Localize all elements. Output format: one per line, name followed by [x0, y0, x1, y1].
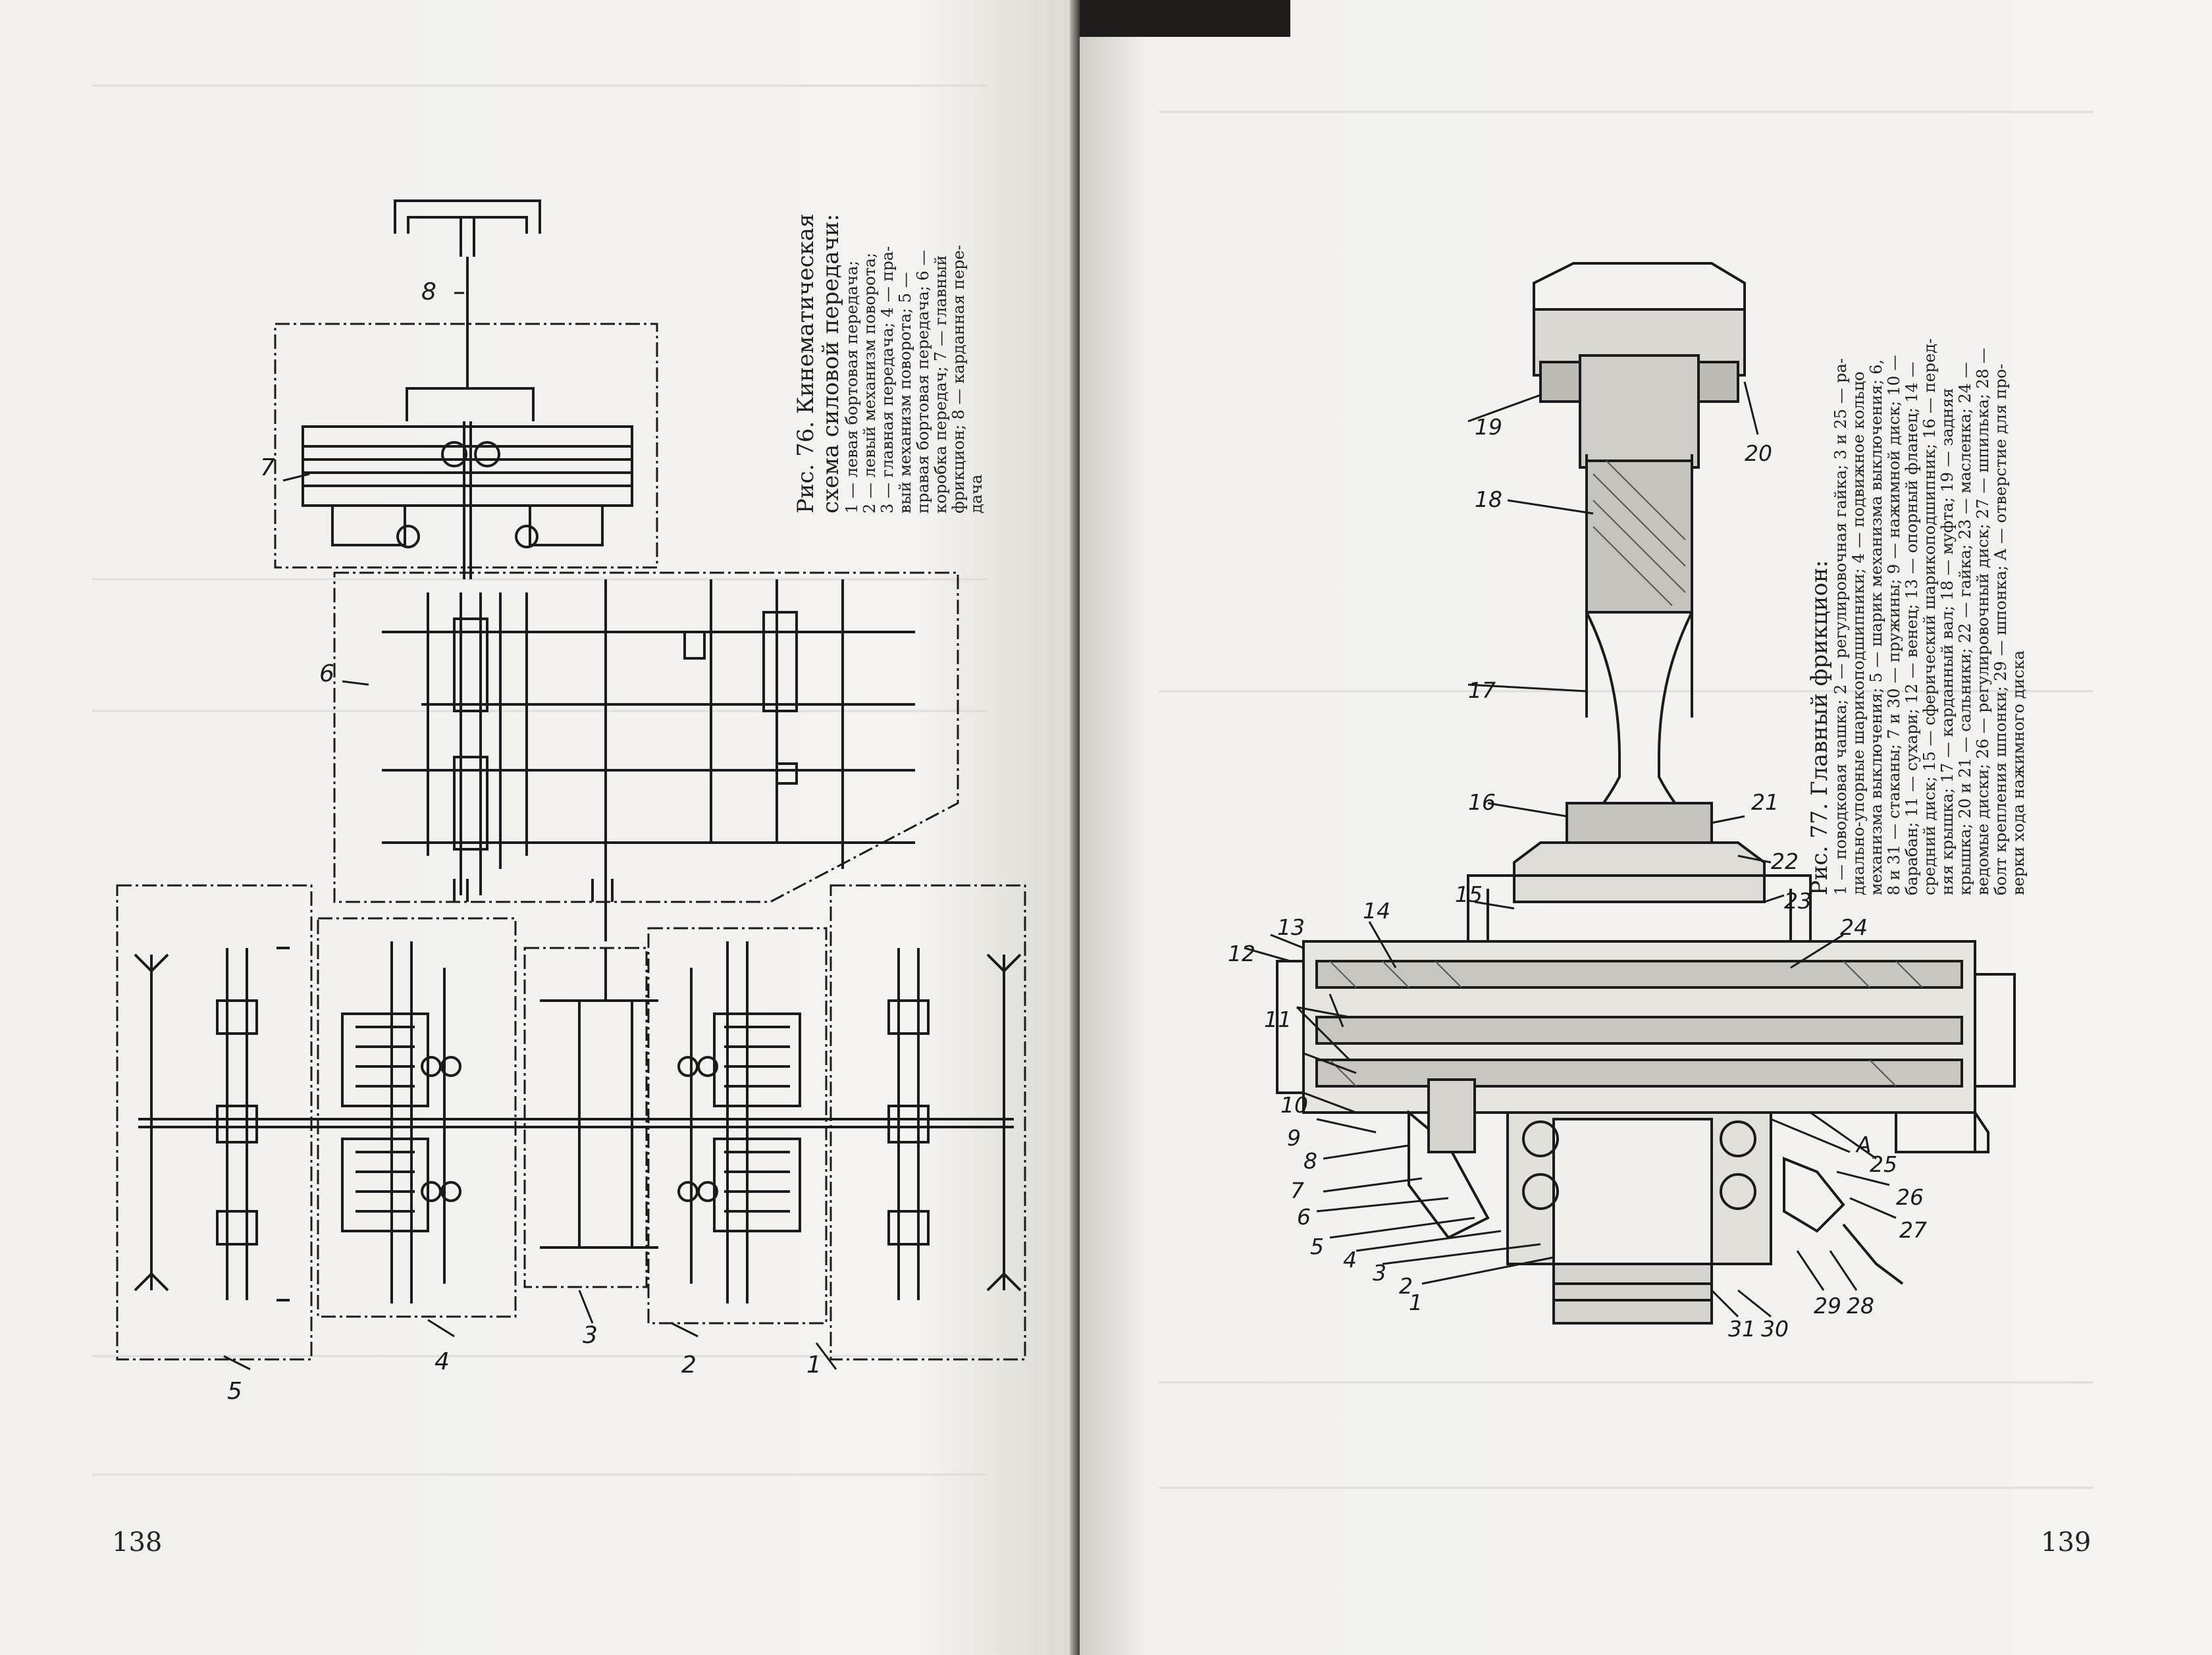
- figure-77-legend-3: механизма выключения; 5 — шарик механизм…: [1867, 359, 1885, 895]
- label-28: 28: [1847, 1293, 1874, 1319]
- label-A: A: [1855, 1132, 1872, 1157]
- final-drive-left: [887, 948, 1022, 1300]
- cardan-top: [394, 199, 541, 388]
- label-23: 23: [1784, 888, 1812, 914]
- kinematic-diagram: 8 7 6 5 4 3 2 1: [92, 84, 1026, 1476]
- label-6: 6: [319, 660, 334, 687]
- figure-77-legend-11: верки хода нажимного диска: [2009, 650, 2028, 895]
- turning-mechanism-right: [341, 941, 461, 1303]
- figure-77-legend-10: болт крепления шпонки; 29 — шпонка; A — …: [1991, 363, 2010, 895]
- page-number-left: 138: [112, 1527, 163, 1558]
- label-3: 3: [583, 1322, 598, 1349]
- figure-76-caption: Рис. 76. Кинематическая схема силовой пе…: [793, 213, 986, 513]
- figure-76-legend-2: 2 — левый механизм поворота;: [860, 252, 879, 513]
- hatch-cardan: [1593, 460, 1686, 606]
- figure-76-legend-5: правая бортовая передача; 6 —: [914, 250, 932, 513]
- label-27: 27: [1899, 1217, 1927, 1243]
- hatch-housing: [1329, 960, 1923, 1087]
- label-13: 13: [1277, 914, 1305, 940]
- label-30: 30: [1761, 1316, 1789, 1342]
- figure-77-legend-7: няя крышка; 17 — карданный вал; 18 — муф…: [1938, 388, 1957, 895]
- figure-77-legend-8: крышка; 20 и 21 — сальники; 22 — гайка; …: [1956, 362, 1974, 895]
- label-31: 31: [1728, 1316, 1756, 1342]
- label-5: 5: [1310, 1234, 1324, 1259]
- label-6: 6: [1297, 1204, 1311, 1230]
- label-1: 1: [1409, 1290, 1423, 1315]
- label-3: 3: [1373, 1260, 1386, 1286]
- figure-76-title-2: схема силовой передачи:: [818, 213, 844, 513]
- release-bearing-assembly: [1408, 1078, 1904, 1325]
- label-25: 25: [1870, 1151, 1897, 1177]
- figure-76-legend-4: вый механизм поворота; 5 —: [896, 272, 914, 513]
- box-main-clutch: [274, 323, 658, 569]
- clutch-housing: [1276, 874, 2016, 1153]
- turning-mechanism-left: [677, 941, 801, 1303]
- label-10: 10: [1280, 1092, 1308, 1118]
- figure-76-legend-7: фрикцион; 8 — карданная пере-: [949, 245, 968, 513]
- label-8: 8: [1304, 1148, 1317, 1174]
- final-drive-right: [134, 947, 290, 1301]
- leader-lines: [223, 292, 837, 1371]
- figure-76-legend-3: 3 — главная передача; 4 — пра-: [878, 246, 897, 513]
- label-5: 5: [227, 1378, 242, 1405]
- gearbox: [382, 579, 915, 941]
- label-8: 8: [421, 278, 436, 305]
- label-4: 4: [1343, 1247, 1357, 1273]
- figure-77-legend-6: средний диск; 15 — сферический шарикопод…: [1920, 338, 1939, 895]
- label-12: 12: [1228, 941, 1255, 966]
- label-9: 9: [1287, 1125, 1301, 1151]
- box-gearbox: [333, 571, 959, 903]
- main-clutch-drawing: 19 20 18 17 16 21 22 23 15 24 14 13 12 1…: [1159, 111, 2094, 1489]
- figure-76-legend-1: 1 — левая бортовая передача;: [843, 260, 861, 513]
- label-26: 26: [1896, 1184, 1924, 1210]
- figure-76-title: Рис. 76. Кинематическая: [793, 213, 819, 513]
- label-15: 15: [1455, 881, 1483, 907]
- figure-77-legend-4: 8 и 31 — стаканы; 7 и 30 — пружины; 9 — …: [1885, 355, 1903, 895]
- right-page: 19 20 18 17 16 21 22 23 15 24 14 13 12 1…: [1080, 0, 2212, 1655]
- label-29: 29: [1814, 1293, 1841, 1319]
- leader-lines-right: [1244, 381, 1897, 1318]
- figure-77-legend-2: диально-упорные шарикоподшипники; 4 — по…: [1849, 371, 1868, 895]
- scan-shadow: [1080, 0, 1290, 37]
- diagram-labels: 8 7 6 5 4 3 2 1: [227, 278, 822, 1405]
- figure-77-legend-1: 1 — поводковая чашка; 2 — регулировочная…: [1831, 357, 1850, 895]
- figure-76-legend-6: коробка передач; 7 — главный: [932, 255, 950, 513]
- label-17: 17: [1468, 677, 1496, 703]
- figure-76-legend-8: дача: [967, 474, 986, 513]
- label-20: 20: [1745, 440, 1772, 466]
- label-4: 4: [434, 1348, 450, 1375]
- label-16: 16: [1468, 789, 1496, 815]
- part-labels: 19 20 18 17 16 21 22 23 15 24 14 13 12 1…: [1228, 414, 1927, 1342]
- drive-shaft-line: [138, 948, 1014, 1249]
- label-1: 1: [806, 1352, 822, 1379]
- label-24: 24: [1840, 914, 1868, 940]
- label-2: 2: [1399, 1273, 1413, 1299]
- label-22: 22: [1771, 849, 1799, 874]
- label-11: 11: [1264, 1007, 1292, 1032]
- page-number-right: 139: [2041, 1527, 2092, 1558]
- figure-77-caption: Рис. 77. Главный фрикцион: 1 — поводкова…: [1806, 338, 2028, 895]
- figure-77-legend-9: ведомые диски; 26 — регулировочный диск;…: [1974, 348, 1992, 895]
- main-clutch: [302, 387, 633, 579]
- label-2: 2: [681, 1352, 697, 1379]
- cardan-shaft: [1513, 612, 1766, 903]
- left-page: 8 7 6 5 4 3 2 1 Рис. 76. Кинематическая …: [0, 0, 1080, 1655]
- label-18: 18: [1475, 486, 1502, 512]
- label-14: 14: [1363, 898, 1390, 924]
- label-19: 19: [1475, 414, 1502, 440]
- figure-77-title: Рис. 77. Главный фрикцион:: [1806, 560, 1833, 895]
- label-21: 21: [1751, 789, 1779, 815]
- cardan-coupling: [1533, 262, 1746, 718]
- label-7: 7: [1290, 1178, 1304, 1203]
- figure-77-legend-5: барабан; 11 — сухари; 12 — венец; 13 — о…: [1903, 361, 1921, 895]
- label-7: 7: [260, 454, 275, 481]
